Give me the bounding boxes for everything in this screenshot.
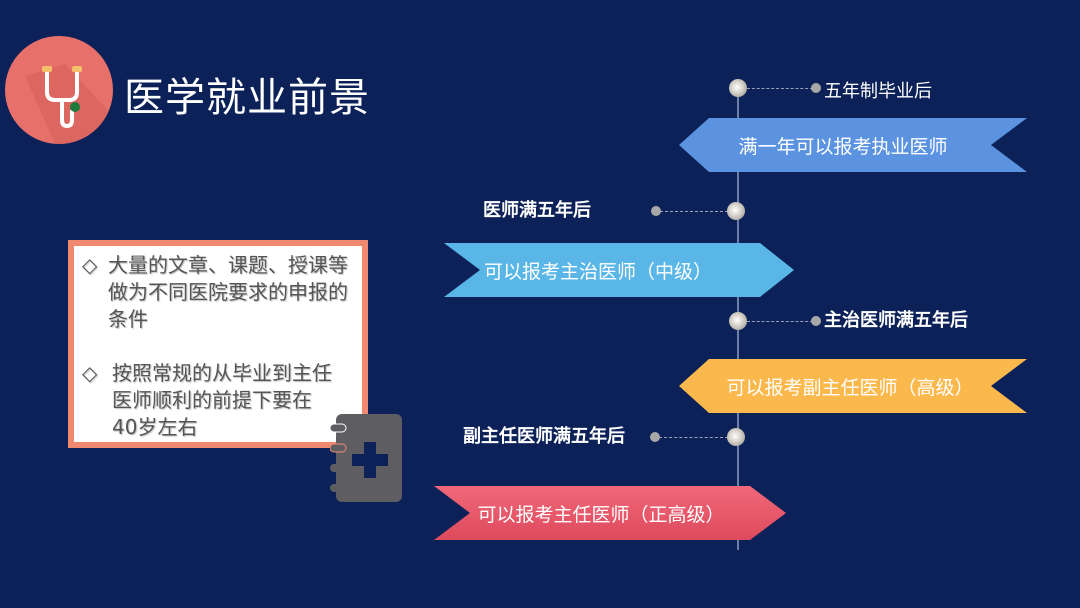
timeline-banner: 可以报考副主任医师（高级） [679,359,1027,413]
info-card: ◇ 大量的文章、课题、授课等做为不同医院要求的申报的条件 ◇ 按照常规的从毕业到… [68,240,368,448]
timeline-node [727,428,745,446]
milestone-label: 副主任医师满五年后 [463,426,625,447]
bullet-item: ◇ 大量的文章、课题、授课等做为不同医院要求的申报的条件 [82,252,354,333]
connector-dot [650,432,660,442]
connector-dot [651,206,661,216]
bullet-text: 按照常规的从毕业到主任医师顺利的前提下要在40岁左右 [112,361,332,439]
connector-line [659,437,728,438]
milestone-label: 五年制毕业后 [824,81,932,102]
timeline-banner: 满一年可以报考执业医师 [679,118,1027,172]
timeline-node [727,202,745,220]
diamond-bullet-icon: ◇ [82,253,98,277]
timeline-banner: 可以报考主任医师（正高级） [434,486,786,540]
bullet-text: 大量的文章、课题、授课等做为不同医院要求的申报的条件 [108,253,348,331]
connector-dot [811,83,821,93]
banner-text: 可以报考副主任医师（高级） [726,376,974,399]
timeline-node [729,312,747,330]
medical-notebook-icon [329,412,404,508]
connector-dot [811,316,821,326]
banner-text: 可以报考主任医师（正高级） [477,503,725,526]
connector-line [747,321,813,322]
connector-line [747,88,813,89]
milestone-label: 医师满五年后 [483,200,591,221]
milestone-label: 主治医师满五年后 [824,310,968,331]
banner-text: 满一年可以报考执业医师 [738,135,948,158]
stethoscope-logo [5,36,113,144]
timeline-banner: 可以报考主治医师（中级） [444,243,794,297]
banner-text: 可以报考主治医师（中级） [483,260,712,283]
stethoscope-icon [25,64,113,144]
bullet-item: ◇ 按照常规的从毕业到主任医师顺利的前提下要在40岁左右 [82,360,332,441]
diamond-bullet-icon: ◇ [82,361,98,385]
connector-line [660,211,728,212]
page-title: 医学就业前景 [124,75,370,121]
timeline-node [729,79,747,97]
